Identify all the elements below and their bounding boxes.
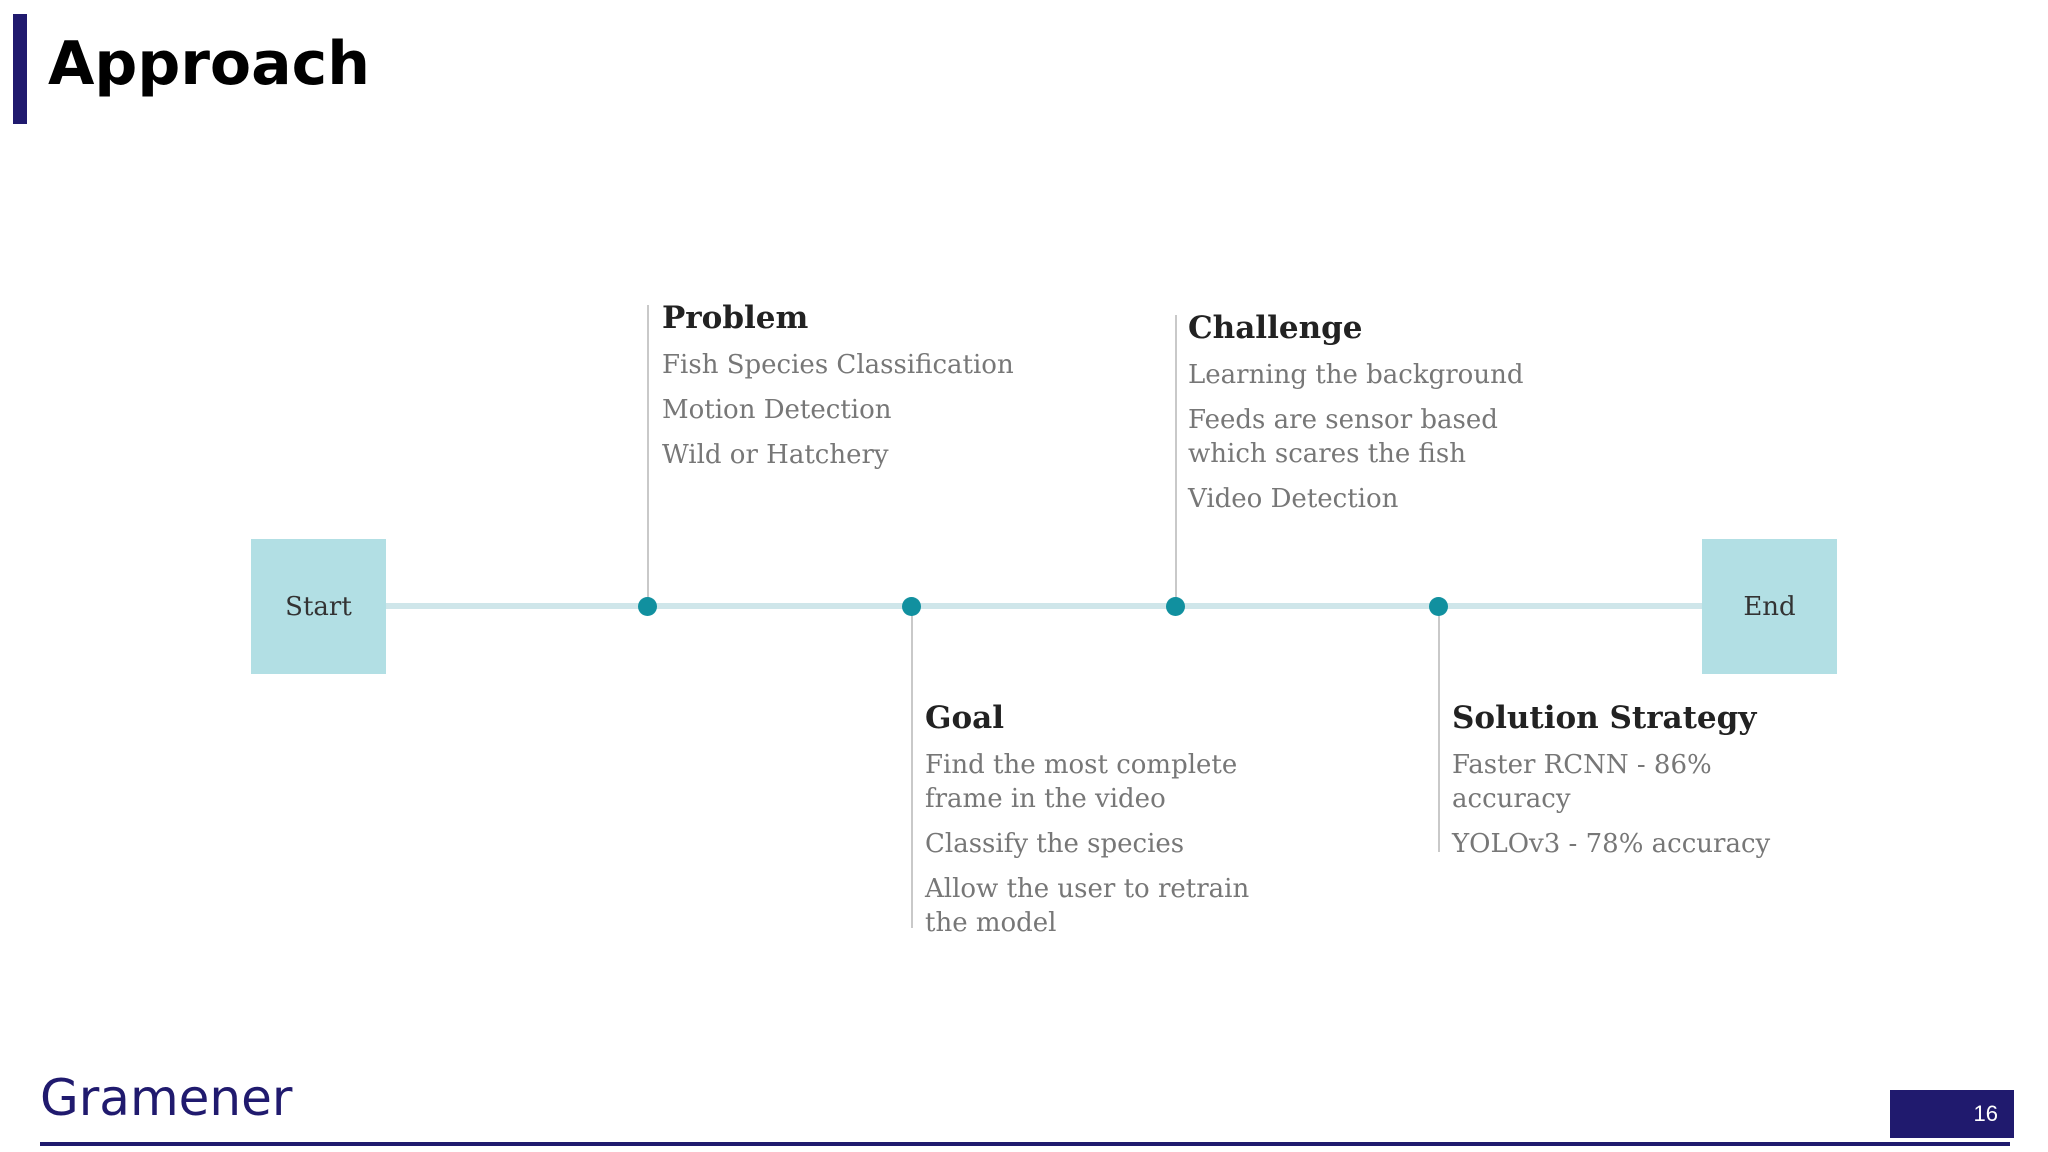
- connector-solution: [1438, 606, 1440, 852]
- stage-item: Faster RCNN - 86% accuracy: [1452, 750, 1712, 814]
- title-accent-bar: [13, 14, 27, 124]
- stage-item: YOLOv3 - 78% accuracy: [1452, 829, 1771, 859]
- stage-heading: Challenge: [1188, 310, 1363, 346]
- stage-item: Fish Species Classification: [662, 350, 1014, 380]
- brand-logo-text: Gramener: [40, 1069, 293, 1127]
- stage-heading: Goal: [925, 700, 1005, 736]
- stage-solution-strategy: Solution Strategy Faster RCNN - 86% accu…: [1452, 698, 1772, 872]
- stage-heading: Solution Strategy: [1452, 700, 1757, 736]
- stage-heading: Problem: [662, 300, 809, 336]
- stage-item: Classify the species: [925, 829, 1185, 859]
- stage-item: Motion Detection: [662, 395, 892, 425]
- timeline-dot-problem: [638, 597, 657, 616]
- stage-item: Allow the user to retrain the model: [925, 874, 1250, 938]
- connector-problem: [647, 305, 649, 605]
- page-number: 16: [1890, 1090, 2014, 1138]
- stage-problem: Problem Fish Species Classification Moti…: [662, 298, 1062, 483]
- connector-goal: [911, 606, 913, 928]
- page-title: Approach: [48, 29, 370, 99]
- timeline-dot-challenge: [1166, 597, 1185, 616]
- stage-item: Learning the background: [1188, 360, 1524, 390]
- stage-item: Video Detection: [1188, 484, 1399, 514]
- start-box: Start: [251, 539, 386, 674]
- timeline-line: [386, 603, 1706, 609]
- stage-challenge: Challenge Learning the background Feeds …: [1188, 308, 1548, 527]
- timeline-dot-solution: [1429, 597, 1448, 616]
- stage-goal: Goal Find the most complete frame in the…: [925, 698, 1265, 951]
- stage-item: Find the most complete frame in the vide…: [925, 750, 1238, 814]
- end-label: End: [1743, 591, 1796, 622]
- footer-divider: [40, 1142, 2010, 1146]
- start-label: Start: [285, 591, 352, 622]
- stage-item: Feeds are sensor based which scares the …: [1188, 405, 1498, 469]
- end-box: End: [1702, 539, 1837, 674]
- connector-challenge: [1175, 315, 1177, 605]
- stage-item: Wild or Hatchery: [662, 440, 889, 470]
- timeline-dot-goal: [902, 597, 921, 616]
